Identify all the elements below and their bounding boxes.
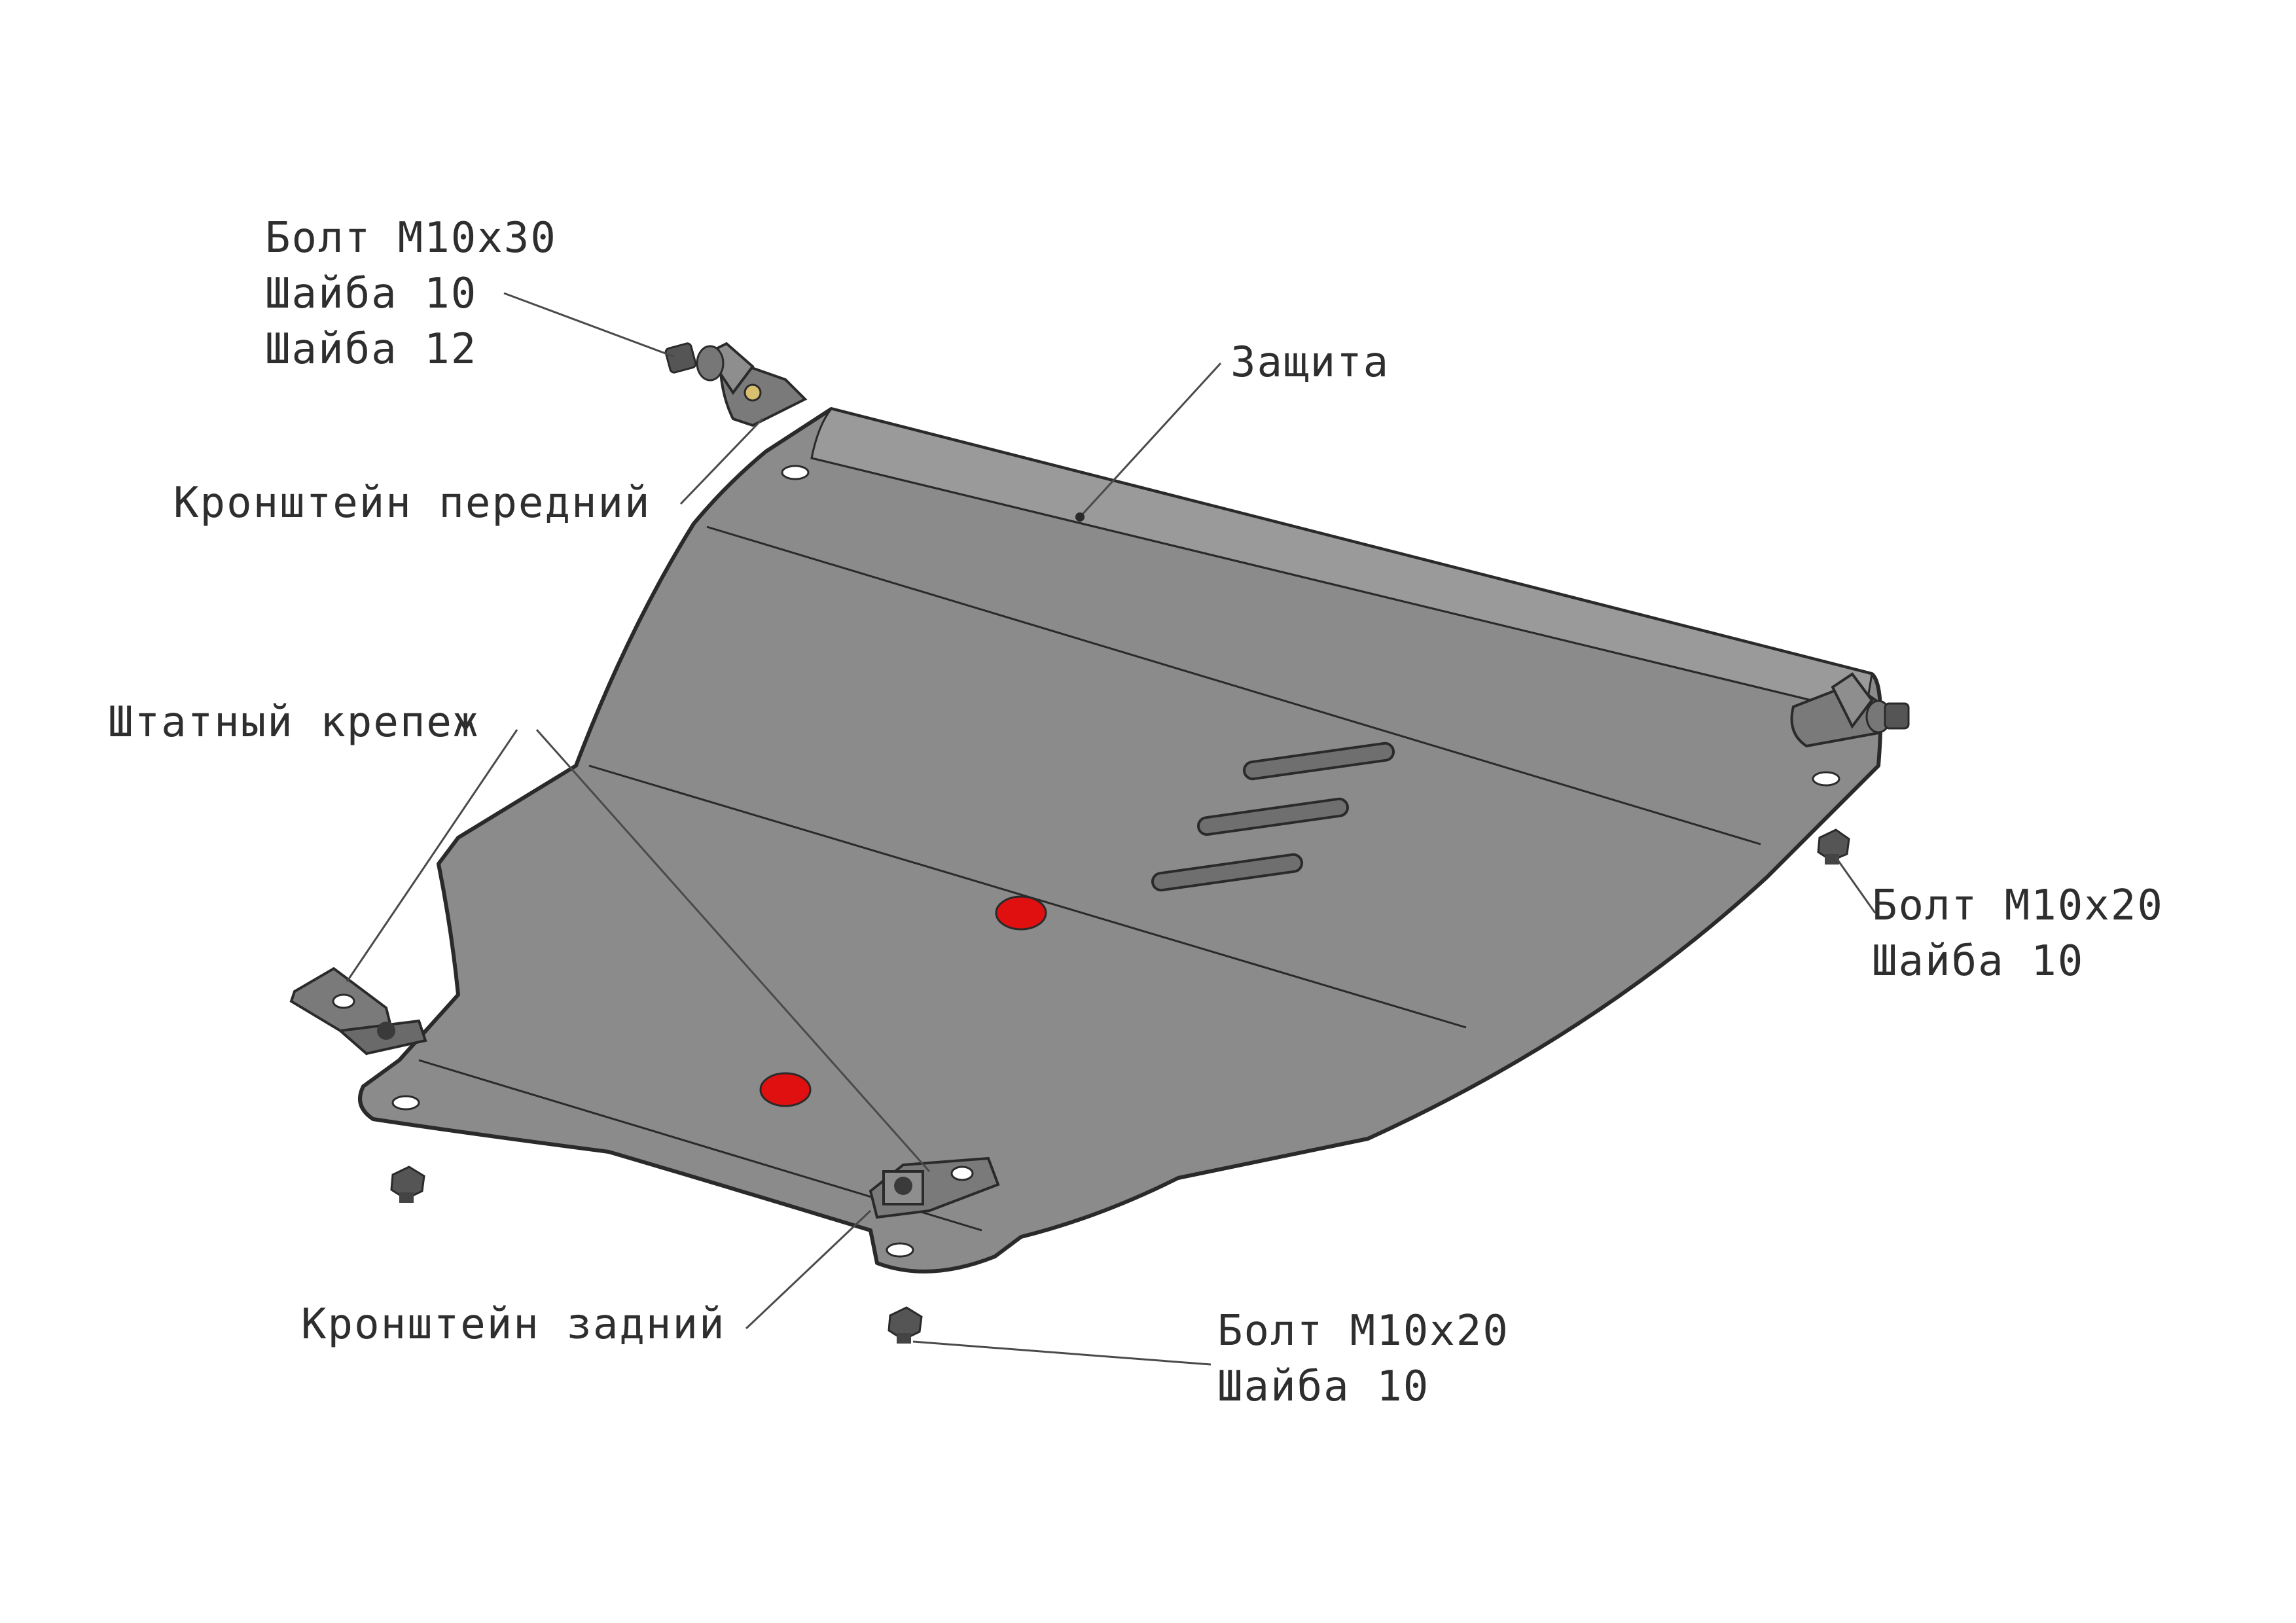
bend-line (811, 457, 1866, 715)
label-bracket-front: Кронштейн передний (173, 479, 651, 527)
leader-dot (1075, 512, 1085, 522)
bolt-right-icon (1817, 829, 1850, 865)
bolt-left-icon (390, 1166, 425, 1203)
mounting-hole (781, 465, 810, 480)
bolt-front-left-icon (664, 342, 725, 382)
label-bracket-rear: Кронштейн задний (301, 1300, 726, 1349)
leader-line (1079, 362, 1222, 518)
skid-plate (358, 407, 1883, 1274)
mounting-hole (391, 1095, 420, 1111)
label-shield: Защита (1230, 338, 1390, 387)
mounting-hole (1812, 771, 1840, 787)
label-bolt-bottom-line2: Шайба 10 (1217, 1363, 1429, 1411)
label-stock-fastener: Штатный крепеж (108, 698, 479, 747)
label-bolt-front-line1: Болт М10х30 (265, 214, 557, 262)
bracket-rear (869, 1156, 1000, 1219)
label-bolt-right-line2: Шайба 10 (1872, 937, 2084, 986)
leader-line (535, 729, 931, 1172)
mounting-hole (886, 1242, 914, 1258)
red-plug (995, 895, 1047, 931)
bolt-front-right-icon (1865, 700, 1910, 734)
leader-line (346, 729, 518, 982)
red-plug (759, 1072, 812, 1107)
label-bolt-bottom-line1: Болт М10х20 (1217, 1307, 1509, 1355)
label-bolt-front-line3: Шайба 12 (265, 325, 477, 374)
bracket-side-left (289, 967, 427, 1056)
bolt-bottom-icon (888, 1306, 923, 1344)
leader-line (745, 1209, 872, 1330)
leader-line (912, 1340, 1211, 1366)
leader-line (1835, 857, 1876, 914)
label-bolt-right-line1: Болт М10х20 (1872, 882, 2164, 930)
leader-line (679, 418, 764, 505)
leader-line (503, 292, 675, 358)
bend-line (706, 526, 1761, 846)
label-bolt-front-line2: Шайба 10 (265, 270, 477, 318)
ventilation-slots (1151, 741, 1395, 892)
